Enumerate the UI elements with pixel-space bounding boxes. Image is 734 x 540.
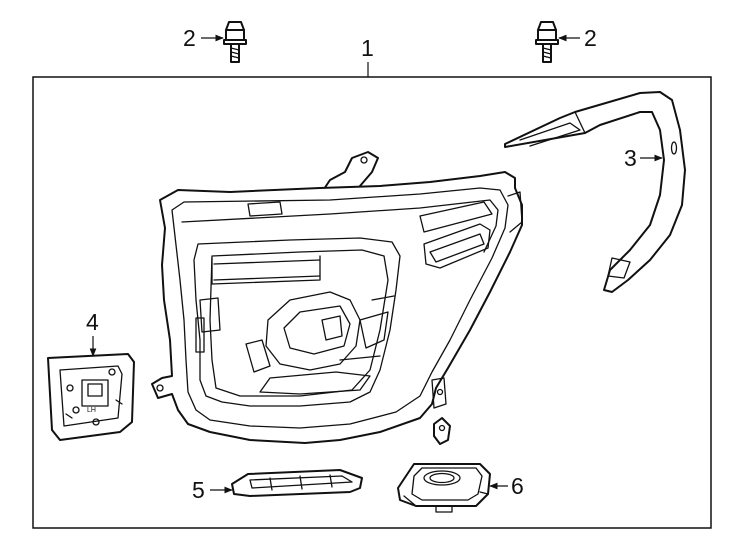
callout-2-right-label: 2 — [584, 25, 597, 51]
callout-5-label: 5 — [192, 477, 205, 503]
callout-1-label: 1 — [361, 35, 374, 61]
callout-1: 1 — [361, 35, 374, 77]
bolt-right — [535, 21, 559, 63]
callout-4-label: 4 — [86, 309, 99, 335]
side-marker-strip — [231, 469, 363, 497]
callout-2-left-label: 2 — [183, 25, 196, 51]
headlamp-bracket: LH — [47, 353, 135, 441]
bracket-side-stamp: LH — [87, 407, 96, 414]
assembly-frame — [32, 76, 712, 529]
callout-6-label: 6 — [511, 473, 524, 499]
control-module — [397, 463, 491, 513]
callout-6: 6 — [489, 473, 524, 499]
headlamp-assembly — [151, 151, 523, 445]
callout-5: 5 — [192, 477, 233, 503]
bolt-left — [223, 21, 247, 63]
callout-2-left: 2 — [183, 25, 224, 51]
callout-3-label: 3 — [624, 145, 637, 171]
headlamp-trim-strip — [504, 91, 686, 293]
callout-2-right: 2 — [558, 25, 597, 51]
callout-3: 3 — [624, 145, 663, 171]
callout-4: 4 — [86, 309, 99, 357]
